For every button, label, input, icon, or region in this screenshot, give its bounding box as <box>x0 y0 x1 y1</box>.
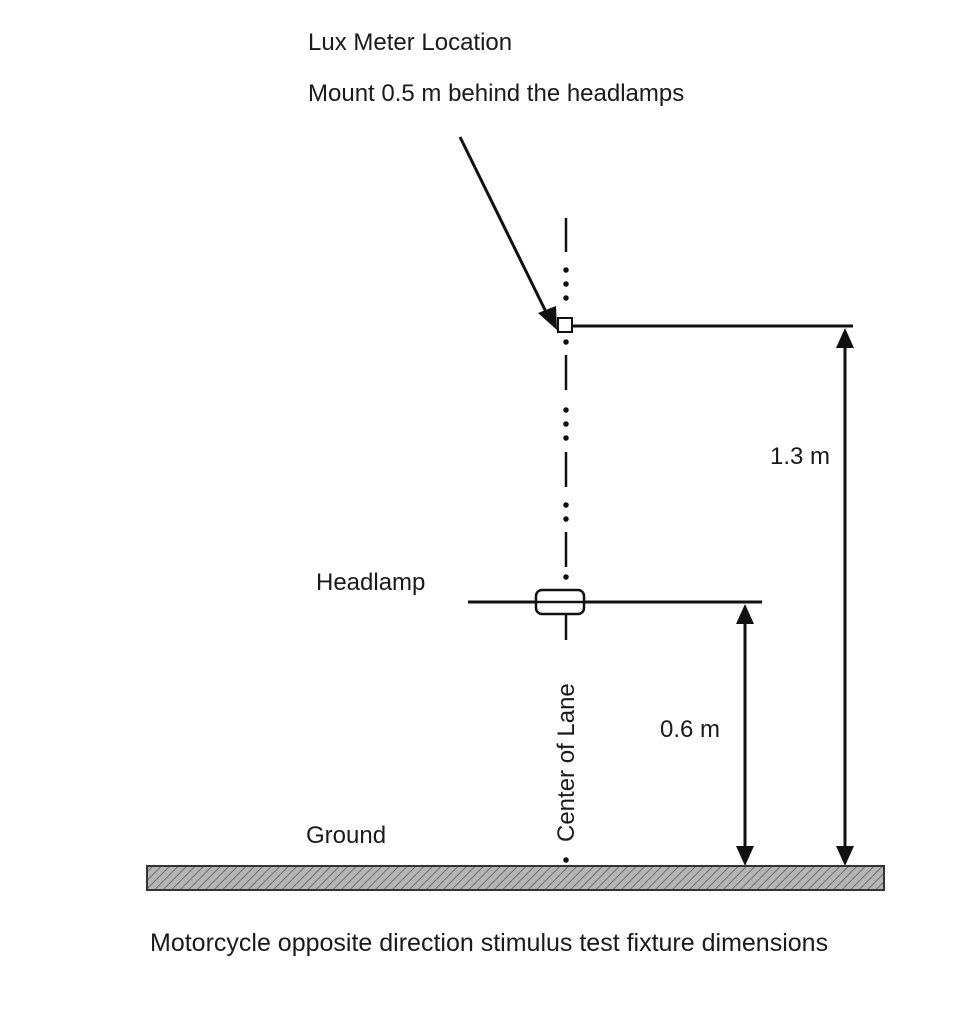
mount-note-label: Mount 0.5 m behind the headlamps <box>308 80 684 107</box>
lux-height-dimension-arrow <box>836 328 854 866</box>
lux-meter-pointer-arrow <box>458 136 557 330</box>
ground-label: Ground <box>306 822 386 849</box>
headlamp-height-dimension-arrow <box>736 604 754 866</box>
ground-bar <box>146 865 885 891</box>
center-of-lane-label: Center of Lane <box>553 683 580 842</box>
figure-caption: Motorcycle opposite direction stimulus t… <box>150 929 828 957</box>
lux-meter-location-label: Lux Meter Location <box>308 29 512 56</box>
headlamp-label: Headlamp <box>316 569 425 596</box>
headlamp-height-label: 0.6 m <box>660 716 720 743</box>
center-of-lane-line <box>563 218 569 863</box>
lux-height-label: 1.3 m <box>770 443 830 470</box>
lux-meter-icon <box>557 317 573 333</box>
